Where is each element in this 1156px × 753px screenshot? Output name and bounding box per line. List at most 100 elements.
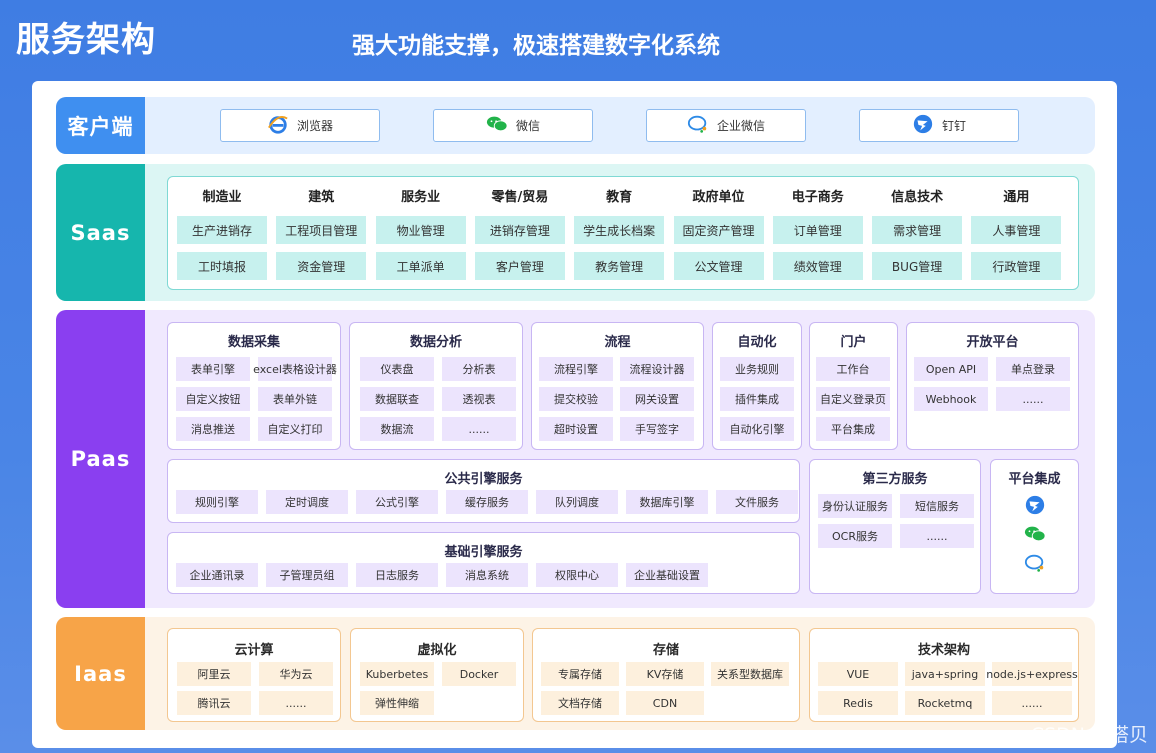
data-collect-box-item[interactable]: 表单外链 (258, 387, 332, 411)
base-engine-box-item[interactable]: 消息系统 (446, 563, 528, 587)
base-engine-box-item[interactable]: 企业基础设置 (626, 563, 708, 587)
public-engine-box-item[interactable]: 公式引擎 (356, 490, 438, 514)
public-engine-box-item[interactable]: 队列调度 (536, 490, 618, 514)
client-dingtalk[interactable]: 钉钉 (859, 109, 1019, 142)
tech-architecture-box-item[interactable]: Redis (818, 691, 898, 715)
saas-app-item[interactable]: 进销存管理 (474, 216, 565, 244)
data-collect-box-item[interactable]: 自定义按钮 (176, 387, 250, 411)
dingtalk-icon[interactable] (991, 494, 1078, 516)
saas-industries: 制造业生产进销存工时填报建筑工程项目管理资金管理服务业物业管理工单派单零售/贸易… (167, 176, 1079, 290)
flow-box-item[interactable]: 提交校验 (539, 387, 613, 411)
data-collect-box-item[interactable]: 消息推送 (176, 417, 250, 441)
cloud-box-item[interactable]: ...... (259, 691, 333, 715)
storage-box-item[interactable]: 专属存储 (541, 662, 619, 686)
automation-box-title: 自动化 (737, 335, 777, 350)
client-wecom[interactable]: 企业微信 (646, 109, 806, 142)
flow-box-item[interactable]: 手写签字 (620, 417, 694, 441)
virtualization-box-item[interactable]: Kuberbetes (360, 662, 434, 686)
cloud-box-item[interactable]: 阿里云 (177, 662, 251, 686)
third-party-box-item[interactable]: 短信服务 (900, 494, 974, 518)
saas-column-head: 制造业 (202, 190, 242, 205)
cloud-box-item[interactable]: 腾讯云 (177, 691, 251, 715)
data-collect-box-item[interactable]: 表单引擎 (176, 357, 250, 381)
base-engine-box-item[interactable]: 日志服务 (356, 563, 438, 587)
saas-app-item[interactable]: 公文管理 (673, 252, 764, 280)
saas-app-item[interactable]: 绩效管理 (772, 252, 863, 280)
wecom-icon (687, 113, 709, 138)
client-wechat[interactable]: 微信 (433, 109, 593, 142)
saas-app-item[interactable]: 物业管理 (375, 216, 466, 244)
client-browser[interactable]: 浏览器 (220, 109, 380, 142)
public-engine-box-item[interactable]: 数据库引擎 (626, 490, 708, 514)
saas-app-item[interactable]: 工单派单 (375, 252, 466, 280)
saas-app-item[interactable]: 订单管理 (772, 216, 863, 244)
base-engine-box-item[interactable]: 企业通讯录 (176, 563, 258, 587)
wechat-icon[interactable] (991, 523, 1078, 545)
virtualization-box-item[interactable]: Docker (442, 662, 516, 686)
open-platform-box-item[interactable]: Open API (914, 357, 988, 381)
portal-box-item[interactable]: 工作台 (816, 357, 890, 381)
public-engine-box-item[interactable]: 规则引擎 (176, 490, 258, 514)
saas-app-item[interactable]: 需求管理 (872, 216, 963, 244)
cloud-box-item[interactable]: 华为云 (259, 662, 333, 686)
watermark: CSDN @搭贝 (1030, 724, 1148, 746)
data-analysis-box-item[interactable]: 分析表 (442, 357, 516, 381)
saas-app-item[interactable]: 固定资产管理 (673, 216, 764, 244)
open-platform-box-item[interactable]: 单点登录 (996, 357, 1070, 381)
third-party-box-item[interactable]: ...... (900, 524, 974, 548)
tech-architecture-box-item[interactable]: java+spring (905, 662, 985, 686)
platform-integration-title: 平台集成 (1008, 472, 1061, 487)
tech-architecture-box-item[interactable]: node.js+express (986, 662, 1078, 686)
third-party-box-item[interactable]: 身份认证服务 (818, 494, 892, 518)
automation-box-item[interactable]: 插件集成 (720, 387, 794, 411)
flow-box-item[interactable]: 网关设置 (620, 387, 694, 411)
public-engine-box-item[interactable]: 文件服务 (716, 490, 798, 514)
portal-box-item[interactable]: 自定义登录页 (816, 387, 890, 411)
flow-box-item[interactable]: 超时设置 (539, 417, 613, 441)
tech-architecture-box-item[interactable]: Rocketmq (905, 691, 985, 715)
public-engine-box: 公共引擎服务规则引擎定时调度公式引擎缓存服务队列调度数据库引擎文件服务 (167, 459, 800, 523)
saas-app-item[interactable]: 客户管理 (474, 252, 565, 280)
portal-box-item[interactable]: 平台集成 (816, 417, 890, 441)
saas-app-item[interactable]: 教务管理 (574, 252, 665, 280)
storage-box-item[interactable]: 文档存储 (541, 691, 619, 715)
public-engine-box-item[interactable]: 缓存服务 (446, 490, 528, 514)
virtualization-box-item[interactable]: 弹性伸缩 (360, 691, 434, 715)
data-collect-box-item[interactable]: 自定义打印 (258, 417, 332, 441)
data-analysis-box-item[interactable]: ...... (442, 417, 516, 441)
saas-app-item[interactable]: 资金管理 (276, 252, 367, 280)
portal-box-title: 门户 (840, 335, 867, 350)
saas-app-item[interactable]: 人事管理 (971, 216, 1062, 244)
storage-box-item[interactable]: KV存储 (626, 662, 704, 686)
storage-box-item[interactable]: 关系型数据库 (711, 662, 789, 686)
ie-browser-icon (267, 113, 289, 138)
saas-column-head: 服务业 (401, 190, 441, 205)
saas-app-item[interactable]: 工时填报 (177, 252, 267, 280)
flow-box-item[interactable]: 流程引擎 (539, 357, 613, 381)
tech-architecture-box-item[interactable]: ...... (992, 691, 1072, 715)
base-engine-box-item[interactable]: 权限中心 (536, 563, 618, 587)
portal-box: 门户工作台自定义登录页平台集成 (809, 322, 898, 450)
base-engine-box-item[interactable]: 子管理员组 (266, 563, 348, 587)
saas-app-item[interactable]: 生产进销存 (177, 216, 267, 244)
wecom-icon[interactable] (991, 552, 1078, 574)
automation-box-item[interactable]: 自动化引擎 (720, 417, 794, 441)
third-party-box-item[interactable]: OCR服务 (818, 524, 892, 548)
data-analysis-box-item[interactable]: 数据流 (360, 417, 434, 441)
storage-box-item[interactable]: CDN (626, 691, 704, 715)
saas-app-item[interactable]: 工程项目管理 (276, 216, 367, 244)
open-platform-box-item[interactable]: Webhook (914, 387, 988, 411)
saas-app-item[interactable]: BUG管理 (872, 252, 963, 280)
data-analysis-box-item[interactable]: 仪表盘 (360, 357, 434, 381)
saas-app-item[interactable]: 学生成长档案 (574, 216, 665, 244)
public-engine-box-item[interactable]: 定时调度 (266, 490, 348, 514)
data-collect-box-item[interactable]: excel表格设计器 (253, 357, 337, 381)
data-analysis-box-item[interactable]: 数据联查 (360, 387, 434, 411)
open-platform-box-item[interactable]: ...... (996, 387, 1070, 411)
tech-architecture-box-item[interactable]: VUE (818, 662, 898, 686)
automation-box-item[interactable]: 业务规则 (720, 357, 794, 381)
data-analysis-box-item[interactable]: 透视表 (442, 387, 516, 411)
flow-box-item[interactable]: 流程设计器 (620, 357, 694, 381)
saas-app-item[interactable]: 行政管理 (971, 252, 1062, 280)
